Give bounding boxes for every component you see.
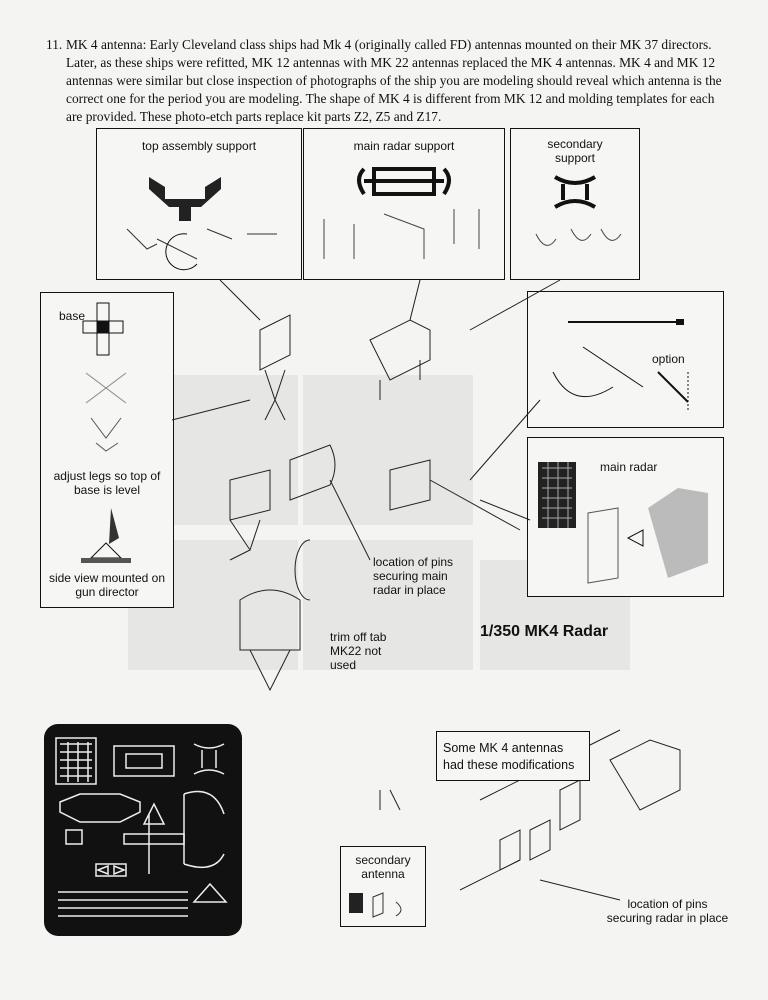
main-radar-panel: main radar [527, 437, 724, 597]
main-radar-support-panel: main radar support [303, 128, 505, 280]
base-panel: base adjust legs so top of base is level… [40, 292, 174, 608]
top-assembly-part-icon [126, 177, 277, 271]
location-pins-main-label: location of pins securing main radar in … [373, 555, 454, 597]
diagram-title: 1/350 MK4 Radar [480, 623, 609, 640]
background-panel [303, 375, 473, 525]
step-text: MK 4 antenna: Early Cleveland class ship… [66, 37, 722, 124]
option-label: option [652, 352, 685, 366]
secondary-antenna-grid-icon [349, 892, 402, 918]
main-radar-label: main radar [600, 460, 658, 474]
location-pins-radar-label: location of pins securing radar in place [606, 897, 729, 925]
adjust-legs-label: adjust legs so top of base is level [53, 469, 161, 497]
radar-grid-icon [538, 462, 708, 584]
option-panel: option [527, 291, 724, 428]
photo-etch-fret [44, 724, 242, 936]
base-label: base [59, 309, 86, 323]
top-assembly-support-panel: top assembly support [96, 128, 302, 280]
modifications-note-box: Some MK 4 antennas had these modificatio… [436, 731, 590, 781]
base-part-icon [82, 302, 127, 452]
photo-etch-parts-icon [55, 737, 228, 917]
background-panel [303, 540, 473, 670]
secondary-support-label: secondary support [547, 137, 603, 165]
step-number: 11. [46, 37, 63, 52]
instruction-step-11: 11. MK 4 antenna: Early Cleveland class … [46, 36, 726, 126]
main-radar-support-label: main radar support [353, 139, 455, 153]
side-view-icon [81, 508, 131, 563]
top-assembly-support-label: top assembly support [141, 139, 257, 153]
main-radar-support-part-icon [323, 167, 480, 259]
trim-tab-label: trim off tab MK22 not used [330, 630, 387, 672]
secondary-antenna-panel: secondary antenna [340, 846, 426, 927]
secondary-support-panel: secondary support [510, 128, 640, 280]
secondary-antenna-label: secondary antenna [355, 853, 411, 881]
antenna-rod-icon [552, 319, 689, 412]
secondary-support-part-icon [535, 175, 622, 246]
modifications-label: Some MK 4 antennas had these modificatio… [443, 741, 575, 772]
side-view-label: side view mounted on gun director [48, 571, 166, 599]
